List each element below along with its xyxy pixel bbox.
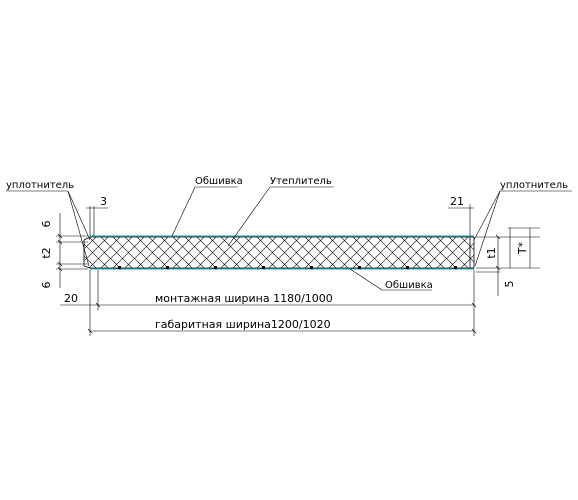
hatch-line <box>316 237 349 268</box>
label-cladding-top: Обшивка <box>195 176 243 187</box>
hatch-line <box>196 237 229 268</box>
hatch-line <box>436 237 469 268</box>
hatch-line <box>400 237 433 268</box>
hatch-line <box>376 237 409 268</box>
seal-right-leader <box>473 190 572 267</box>
hatch-line <box>84 237 85 268</box>
hatch-line <box>424 237 457 268</box>
hatch-line <box>172 237 205 268</box>
dim-bottom-right-5: 5 <box>503 281 516 288</box>
cladding-top-leader <box>171 186 238 237</box>
hatch-line <box>88 237 121 268</box>
seal-mark <box>214 266 217 269</box>
hatch-line <box>84 237 109 268</box>
label-cladding-bottom: Обшивка <box>385 280 433 291</box>
seal-mark <box>310 266 313 269</box>
left-dimension-chain <box>56 213 88 288</box>
dim-overall-width: габаритная ширина1200/1020 <box>155 318 331 331</box>
hatch-line <box>328 237 361 268</box>
hatch-line <box>232 237 265 268</box>
dim-gap-3: 3 <box>100 195 107 208</box>
hatch-line <box>460 237 474 268</box>
seal-marks <box>118 266 457 269</box>
cladding-bottom-leader <box>349 268 432 291</box>
hatch-line <box>124 237 157 268</box>
hatch-line <box>84 237 85 268</box>
hatch-line <box>448 237 474 268</box>
dim-offset-21: 21 <box>450 195 464 208</box>
seal-mark <box>166 266 169 269</box>
hatch-line <box>100 237 133 268</box>
dim-t2: t2 <box>40 247 53 258</box>
hatch-line <box>84 237 97 268</box>
hatch-line <box>184 237 217 268</box>
seal-mark <box>358 266 361 269</box>
seal-mark <box>454 266 457 269</box>
panel-outline <box>83 236 475 269</box>
hatch-line <box>388 237 421 268</box>
dim-offset-20: 20 <box>64 292 78 305</box>
seal-mark <box>406 266 409 269</box>
hatch-line <box>112 237 145 268</box>
hatch-line <box>364 237 397 268</box>
hatch-line <box>304 237 337 268</box>
hatch-line <box>148 237 181 268</box>
insulation-hatching <box>84 237 474 268</box>
hatch-line <box>84 237 97 268</box>
dim-t1: t1 <box>485 247 498 258</box>
bottom-dimensions <box>60 270 477 336</box>
right-dimension-chain <box>476 227 540 296</box>
hatch-line <box>268 237 301 268</box>
dim-bottom-left-6: 6 <box>40 282 53 289</box>
hatch-line <box>340 237 373 268</box>
dim-mounting-width: монтажная ширина 1180/1000 <box>155 292 333 305</box>
hatch-line <box>208 237 241 268</box>
dim-T-star: T* <box>516 241 529 255</box>
insulation-leader <box>227 186 334 247</box>
hatch-line <box>244 237 277 268</box>
dim-top-left-6: 6 <box>40 221 53 228</box>
hatch-line <box>292 237 325 268</box>
hatch-line <box>160 237 193 268</box>
label-seal-right: уплотнитель <box>500 180 568 191</box>
offset-21-dimension <box>448 204 474 236</box>
label-insulation: Утеплитель <box>270 176 332 187</box>
hatch-line <box>136 237 169 268</box>
hatch-line <box>256 237 289 268</box>
hatch-line <box>412 237 445 268</box>
hatch-line <box>280 237 313 268</box>
gap-3-dimension <box>86 206 108 236</box>
seal-mark <box>262 266 265 269</box>
seal-left-leader <box>6 190 91 267</box>
hatch-line <box>352 237 385 268</box>
seal-mark <box>118 266 121 269</box>
label-seal-left: уплотнитель <box>6 180 74 191</box>
hatch-line <box>460 237 474 268</box>
hatch-line <box>220 237 253 268</box>
